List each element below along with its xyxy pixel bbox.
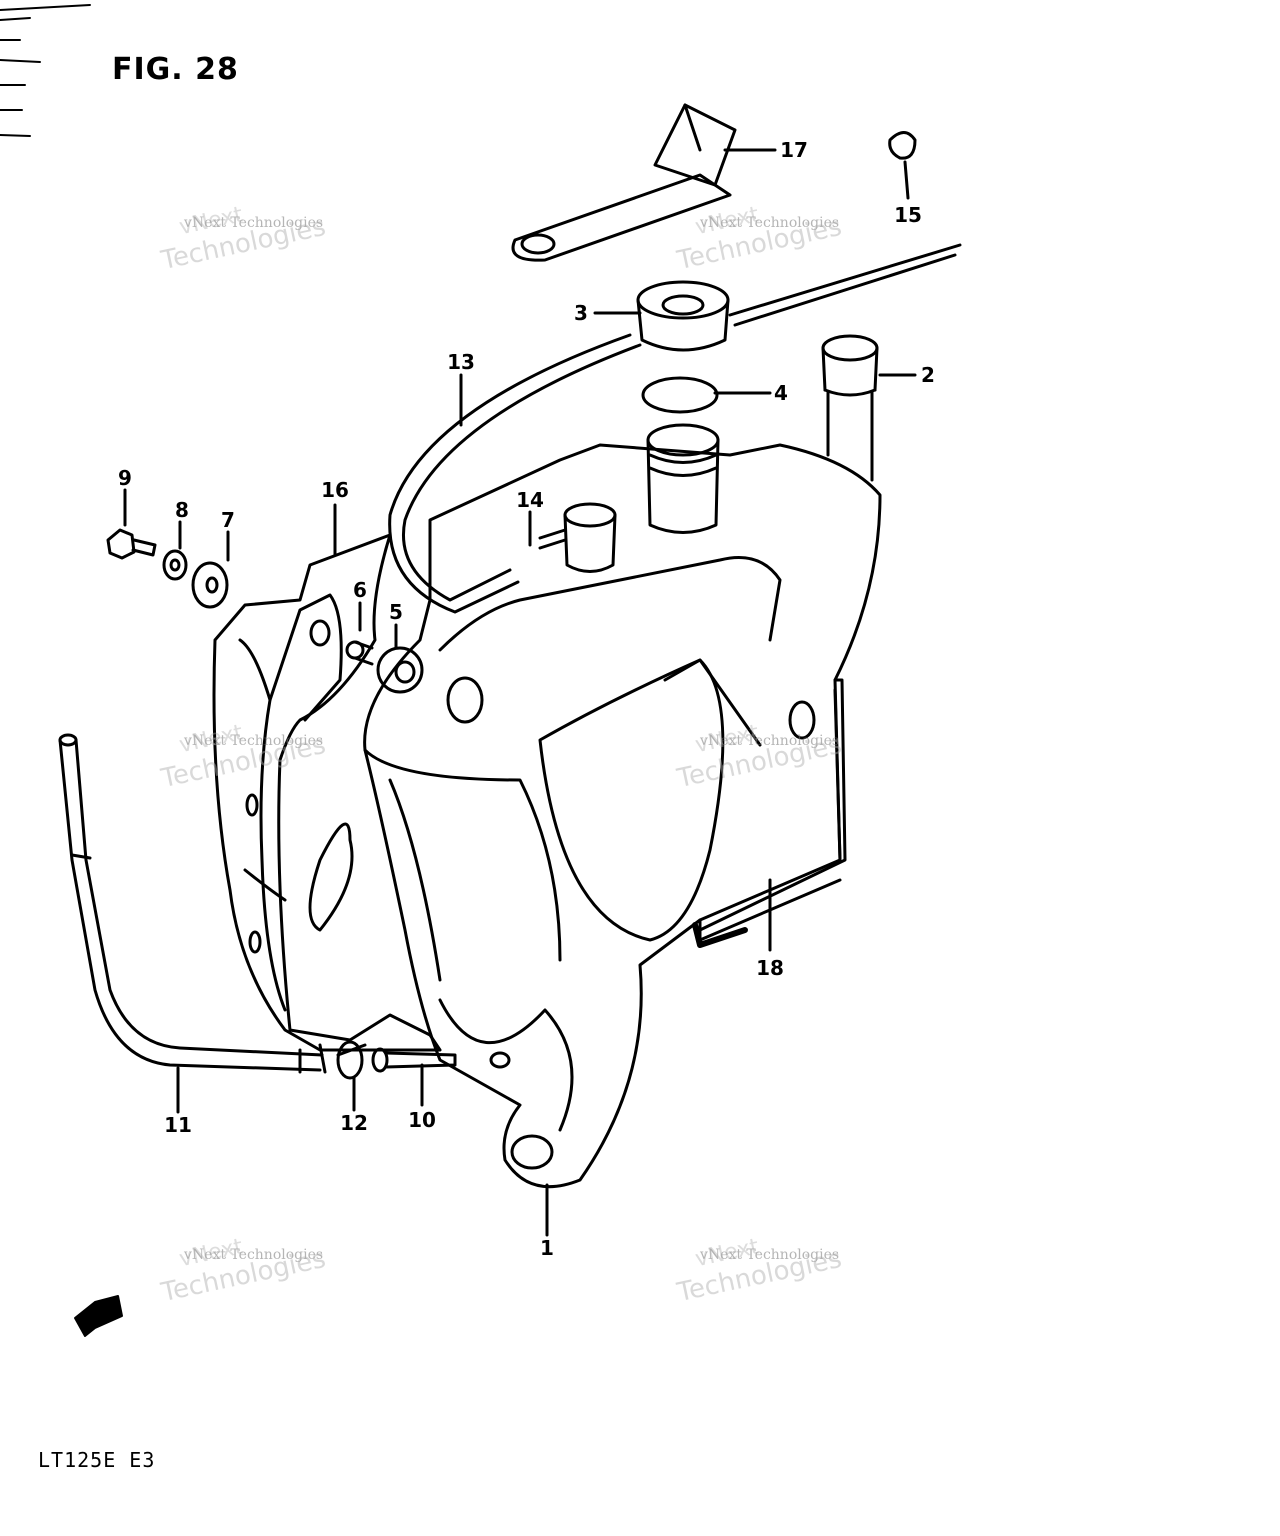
model-code: LT125E E3	[38, 1448, 156, 1472]
callout-9: 9	[118, 466, 132, 490]
part-13-hose	[388, 243, 962, 614]
part-17-bracket	[511, 103, 737, 262]
watermark: vNext vNext Technologies Technologies	[158, 1234, 329, 1309]
callout-10: 10	[408, 1108, 436, 1132]
part-4-gasket	[641, 376, 719, 414]
callout-14: 14	[516, 488, 544, 512]
callout-1: 1	[540, 1236, 554, 1260]
callout-13: 13	[447, 350, 475, 374]
part-9-bolt	[106, 528, 157, 560]
part-18-pad	[692, 678, 847, 948]
callout-15: 15	[894, 203, 922, 227]
callout-2: 2	[921, 363, 935, 387]
part-7-washer	[191, 561, 229, 609]
tank-filler-neck	[646, 423, 720, 534]
callout-6: 6	[353, 578, 367, 602]
part-5-grommet	[376, 646, 424, 694]
part-11-drain-hose	[58, 733, 327, 1074]
part-1-tank	[363, 443, 882, 1189]
callout-17: 17	[780, 138, 808, 162]
part-3-cap	[636, 280, 730, 352]
callout-12: 12	[340, 1111, 368, 1135]
figure-title: FIG. 28	[112, 52, 239, 87]
scan-noise	[0, 4, 91, 137]
callout-18: 18	[756, 956, 784, 980]
watermark: vNext vNext Technologies Technologies	[674, 720, 845, 795]
watermark: vNext vNext Technologies Technologies	[158, 720, 329, 795]
part-16-side-cover	[212, 533, 442, 1052]
part-14-fitting	[538, 502, 617, 573]
callout-5: 5	[389, 600, 403, 624]
callout-11: 11	[164, 1113, 192, 1137]
callout-16: 16	[321, 478, 349, 502]
callout-8: 8	[175, 498, 189, 522]
callout-3: 3	[574, 301, 588, 325]
watermark: vNext vNext Technologies Technologies	[674, 1234, 845, 1309]
part-12-clamp	[336, 1040, 367, 1080]
callout-4: 4	[774, 381, 788, 405]
watermark: vNext vNext Technologies Technologies	[158, 202, 329, 277]
part-8-nut	[162, 549, 188, 581]
part-2-filler-tube	[821, 334, 879, 482]
part-6-collar	[345, 640, 374, 666]
callout-7: 7	[221, 508, 235, 532]
fwd-arrow-icon	[74, 1295, 123, 1337]
watermark: vNext vNext Technologies Technologies	[674, 202, 845, 277]
part-15-clip	[888, 131, 917, 200]
